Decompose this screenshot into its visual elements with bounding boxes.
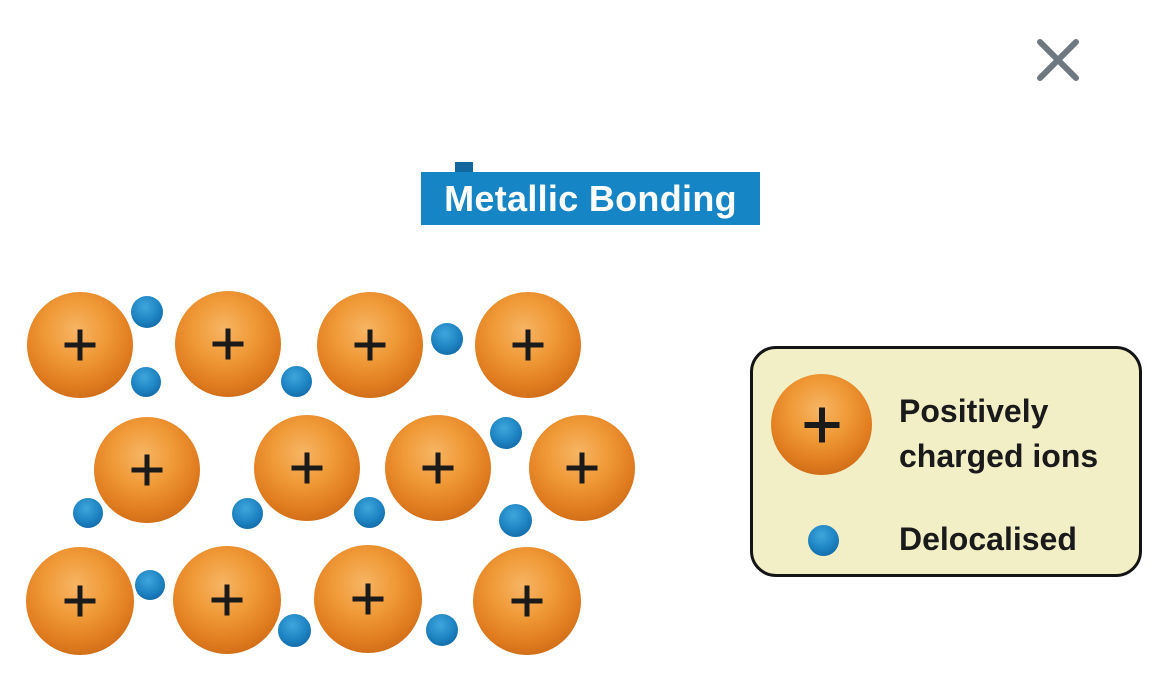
plus-icon bbox=[385, 415, 491, 521]
plus-icon bbox=[94, 417, 200, 523]
delocalised-electron bbox=[426, 614, 458, 646]
positive-ion bbox=[473, 547, 581, 655]
diagram-title: Metallic Bonding bbox=[444, 177, 737, 219]
delocalised-electron bbox=[280, 365, 312, 397]
close-icon bbox=[1036, 38, 1080, 82]
delocalised-electron bbox=[277, 613, 311, 647]
positive-ion bbox=[475, 292, 581, 398]
positive-ion bbox=[26, 547, 134, 655]
delocalised-electron bbox=[231, 497, 263, 529]
legend-delocalised-electron-symbol bbox=[808, 525, 839, 556]
positive-ion bbox=[314, 545, 422, 653]
positive-ion bbox=[173, 546, 281, 654]
close-button[interactable] bbox=[1030, 32, 1086, 88]
delocalised-electron bbox=[73, 498, 103, 528]
delocalised-electron bbox=[135, 570, 165, 600]
delocalised-electron bbox=[131, 296, 163, 328]
legend-label-positive-ions: Positively charged ions bbox=[899, 393, 1099, 474]
plus-icon bbox=[473, 547, 581, 655]
diagram-title-banner: Metallic Bonding bbox=[421, 172, 760, 225]
legend-label-delocalised: Delocalised bbox=[899, 521, 1077, 557]
plus-icon bbox=[254, 415, 360, 521]
plus-icon bbox=[314, 545, 422, 653]
positive-ion bbox=[254, 415, 360, 521]
plus-icon bbox=[173, 546, 281, 654]
legend-positive-ion-symbol bbox=[771, 374, 872, 475]
legend-box: Positively charged ions Delocalised bbox=[750, 346, 1142, 577]
positive-ion bbox=[317, 292, 423, 398]
delocalised-electron bbox=[498, 503, 532, 537]
delocalised-electron bbox=[131, 367, 161, 397]
plus-icon bbox=[529, 415, 635, 521]
positive-ion bbox=[27, 292, 133, 398]
plus-icon bbox=[27, 292, 133, 398]
plus-icon bbox=[771, 374, 872, 475]
plus-icon bbox=[175, 291, 281, 397]
positive-ion bbox=[94, 417, 200, 523]
plus-icon bbox=[475, 292, 581, 398]
positive-ion bbox=[385, 415, 491, 521]
plus-icon bbox=[26, 547, 134, 655]
positive-ion bbox=[529, 415, 635, 521]
plus-icon bbox=[317, 292, 423, 398]
positive-ion bbox=[175, 291, 281, 397]
delocalised-electron bbox=[431, 323, 463, 355]
delocalised-electron bbox=[490, 417, 522, 449]
delocalised-electron bbox=[353, 496, 385, 528]
